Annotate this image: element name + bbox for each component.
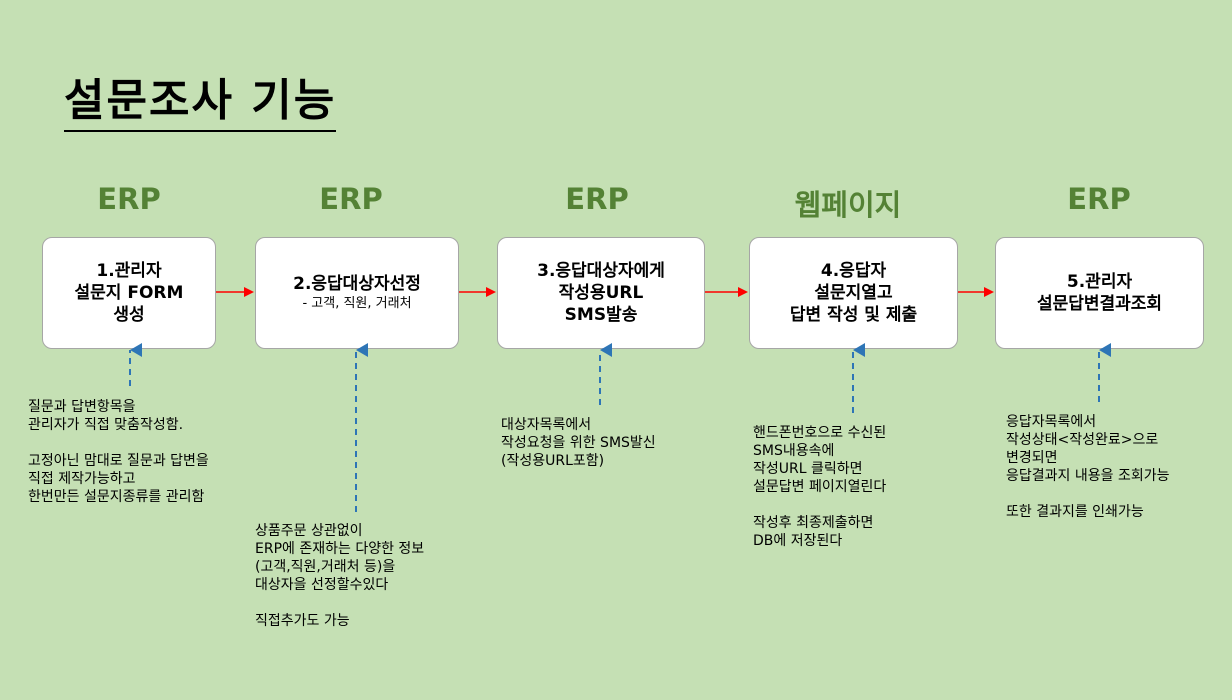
system-label-4: 웹페이지 bbox=[794, 188, 902, 222]
step-title: 5.관리자 설문답변결과조회 bbox=[1036, 272, 1163, 314]
system-label-2: ERP bbox=[319, 182, 383, 216]
step-subtitle: - 고객, 직원, 거래처 bbox=[302, 296, 412, 311]
step-box-2: 2.응답대상자선정 - 고객, 직원, 거래처 bbox=[255, 237, 459, 349]
step-title: 3.응답대상자에게 작성용URL SMS발송 bbox=[537, 261, 665, 325]
page-title: 설문조사 기능 bbox=[64, 64, 337, 132]
step-note-3: 대상자목록에서 작성요청을 위한 SMS발신 (작성용URL포함) bbox=[501, 417, 656, 469]
step-box-3: 3.응답대상자에게 작성용URL SMS발송 bbox=[497, 237, 705, 349]
system-label-1: ERP bbox=[97, 182, 161, 216]
step-title: 1.관리자 설문지 FORM 생성 bbox=[74, 261, 184, 325]
step-title: 4.응답자 설문지열고 답변 작성 및 제출 bbox=[789, 261, 918, 325]
step-note-5: 응답자목록에서 작성상태<작성완료>으로 변경되면 응답결과지 내용을 조회가능… bbox=[1006, 414, 1170, 520]
step-title: 2.응답대상자선정 bbox=[293, 274, 421, 294]
step-box-4: 4.응답자 설문지열고 답변 작성 및 제출 bbox=[749, 237, 958, 349]
step-box-1: 1.관리자 설문지 FORM 생성 bbox=[42, 237, 216, 349]
step-note-4: 핸드폰번호으로 수신된 SMS내용속에 작성URL 클릭하면 설문답변 페이지열… bbox=[753, 425, 887, 549]
step-note-2: 상품주문 상관없이 ERP에 존재하는 다양한 정보 (고객,직원,거래처 등)… bbox=[255, 523, 425, 629]
step-note-1: 질문과 답변항목을 관리자가 직접 맞춤작성함. 고정아닌 맘대로 질문과 답변… bbox=[28, 399, 209, 505]
system-label-3: ERP bbox=[565, 182, 629, 216]
system-label-5: ERP bbox=[1067, 182, 1131, 216]
